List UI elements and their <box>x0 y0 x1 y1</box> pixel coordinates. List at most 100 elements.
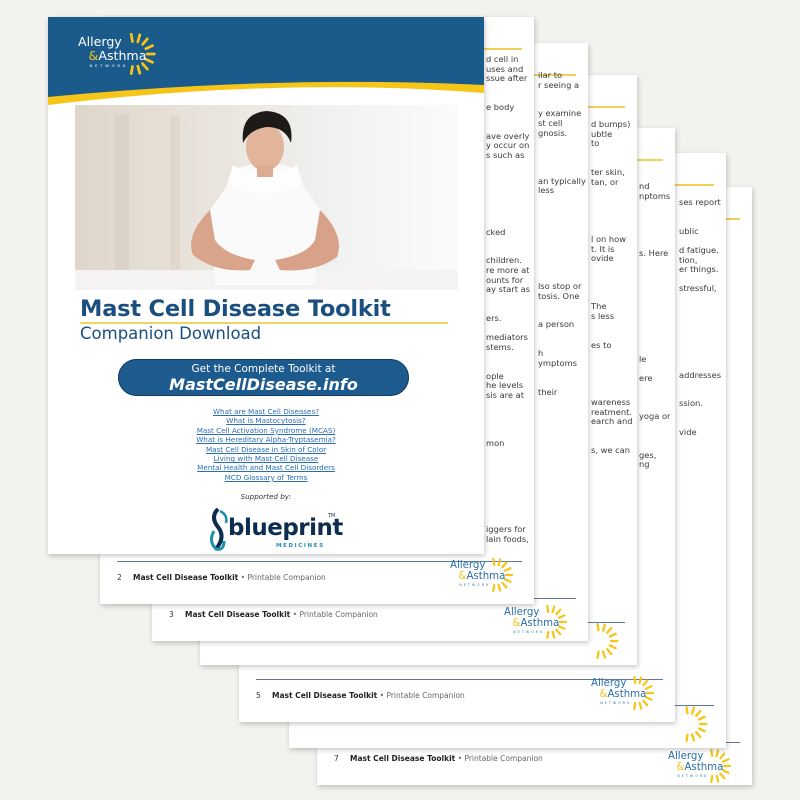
text-line <box>538 368 586 378</box>
sun-rays-icon <box>633 676 655 711</box>
text-line <box>639 259 670 269</box>
text-line <box>679 380 721 390</box>
text-line: stems. <box>486 341 514 352</box>
logo-ampersand: & <box>676 761 685 773</box>
title-underline <box>80 322 448 324</box>
link-mental-health[interactable]: Mental Health and Mast Cell Disorders <box>197 463 335 473</box>
text-line: their <box>538 386 558 397</box>
text-line: ubtle <box>591 128 613 139</box>
text-line: nptoms <box>639 190 671 201</box>
sponsor-name: blueprint <box>228 515 343 541</box>
text-line <box>538 340 586 350</box>
text-line <box>591 187 632 197</box>
text-line <box>639 431 670 441</box>
text-line: lain foods, <box>486 533 529 544</box>
logo-text-asthma-line: &Asthma <box>676 761 724 773</box>
sun-rays-icon <box>710 749 732 784</box>
cover-photo-woman-stomach-pain <box>75 105 458 290</box>
text-line <box>486 448 530 458</box>
text-line <box>486 209 530 219</box>
get-toolkit-button[interactable]: Get the Complete Toolkit at MastCellDise… <box>118 359 409 396</box>
footer-divider <box>117 560 522 562</box>
text-line <box>538 330 586 340</box>
text-line: ave overly <box>486 130 530 141</box>
text-line: r seeing a <box>538 79 580 90</box>
text-line <box>639 307 670 317</box>
text-line <box>639 288 670 298</box>
text-line <box>591 216 632 226</box>
footer-title: Mast Cell Disease Toolkit <box>350 754 456 763</box>
blueprint-swirl-icon <box>209 507 228 551</box>
link-what-is-mastocytosis[interactable]: What is Mastocytosis? <box>226 416 306 426</box>
text-line <box>486 237 530 247</box>
footer-subtitle: Printable Companion <box>464 754 543 763</box>
logo-ampersand: & <box>458 570 467 582</box>
text-line <box>486 84 530 94</box>
logo-text-allergy: Allergy <box>668 750 704 762</box>
text-line <box>486 400 530 410</box>
text-line <box>639 220 670 230</box>
footer-subtitle: Printable Companion <box>299 610 378 619</box>
text-line: to <box>591 138 600 149</box>
cover-title: Mast Cell Disease Toolkit <box>80 296 391 322</box>
cta-line-1: Get the Complete Toolkit at <box>191 363 336 375</box>
link-hereditary-alpha-tryptasemia[interactable]: What is Hereditary Alpha-Tryptasemia? <box>196 435 336 445</box>
logo-text-network: NETWORK <box>89 63 128 69</box>
footer-subtitle: Printable Companion <box>386 691 465 700</box>
text-line: gnosis. <box>538 127 568 138</box>
text-line: ses report <box>679 197 721 207</box>
text-line <box>679 342 721 352</box>
text-line <box>639 297 670 307</box>
text-line: reatment. <box>591 406 633 417</box>
text-line <box>486 295 530 305</box>
link-what-are-mast-cell-diseases[interactable]: What are Mast Cell Diseases? <box>212 407 320 416</box>
text-line: tan, or <box>591 176 619 187</box>
sun-rays-icon <box>130 32 157 75</box>
text-line <box>591 206 632 216</box>
link-living-with-mcd[interactable]: Living with Mast Cell Disease <box>213 454 319 464</box>
text-line: ges, <box>639 449 657 460</box>
text-line <box>486 477 530 487</box>
text-line: sis are at <box>486 389 524 400</box>
blueprint-medicines-logo: blueprint TM MEDICINES <box>206 507 343 553</box>
logo-text-asthma-line: &Asthma <box>458 570 506 582</box>
text-line <box>639 278 670 288</box>
link-glossary[interactable]: MCD Glossary of Terms <box>224 472 308 482</box>
cta-url: MastCellDisease.info <box>169 375 358 394</box>
text-line: s such as <box>486 149 525 160</box>
text-line: s. Here <box>639 248 669 259</box>
text-line: st cell <box>538 117 563 128</box>
text-line <box>538 138 586 148</box>
text-line: e body <box>486 101 515 112</box>
link-skin-of-color[interactable]: Mast Cell Disease in Skin of Color <box>205 444 327 454</box>
logo-text-allergy: Allergy <box>450 559 486 571</box>
text-line: ay start as <box>486 284 531 295</box>
logo-ampersand: & <box>88 47 99 63</box>
logo-text-asthma-line: &Asthma <box>600 689 647 700</box>
text-line: stressful, <box>679 283 717 294</box>
text-line <box>538 148 586 158</box>
sun-rays-icon <box>546 605 568 640</box>
page-number: 3 <box>169 610 174 619</box>
footer-separator: • <box>377 691 387 700</box>
text-line: ovide <box>591 253 614 264</box>
text-line <box>486 170 530 180</box>
link-mcas[interactable]: Mast Cell Activation Syndrome (MCAS) <box>196 425 336 435</box>
text-line: er things. <box>679 264 719 275</box>
text-line <box>538 215 586 225</box>
text-line <box>591 360 632 370</box>
text-line: s, we can <box>591 445 631 456</box>
text-line: d fatigue. <box>679 244 719 255</box>
logo-text-network: NETWORK <box>459 582 491 587</box>
sun-rays-icon <box>593 621 629 661</box>
text-line: ublic <box>679 225 699 236</box>
text-line <box>591 321 632 331</box>
text-line: less <box>538 185 555 196</box>
text-line <box>591 149 632 159</box>
text-line: l on how <box>591 234 627 245</box>
